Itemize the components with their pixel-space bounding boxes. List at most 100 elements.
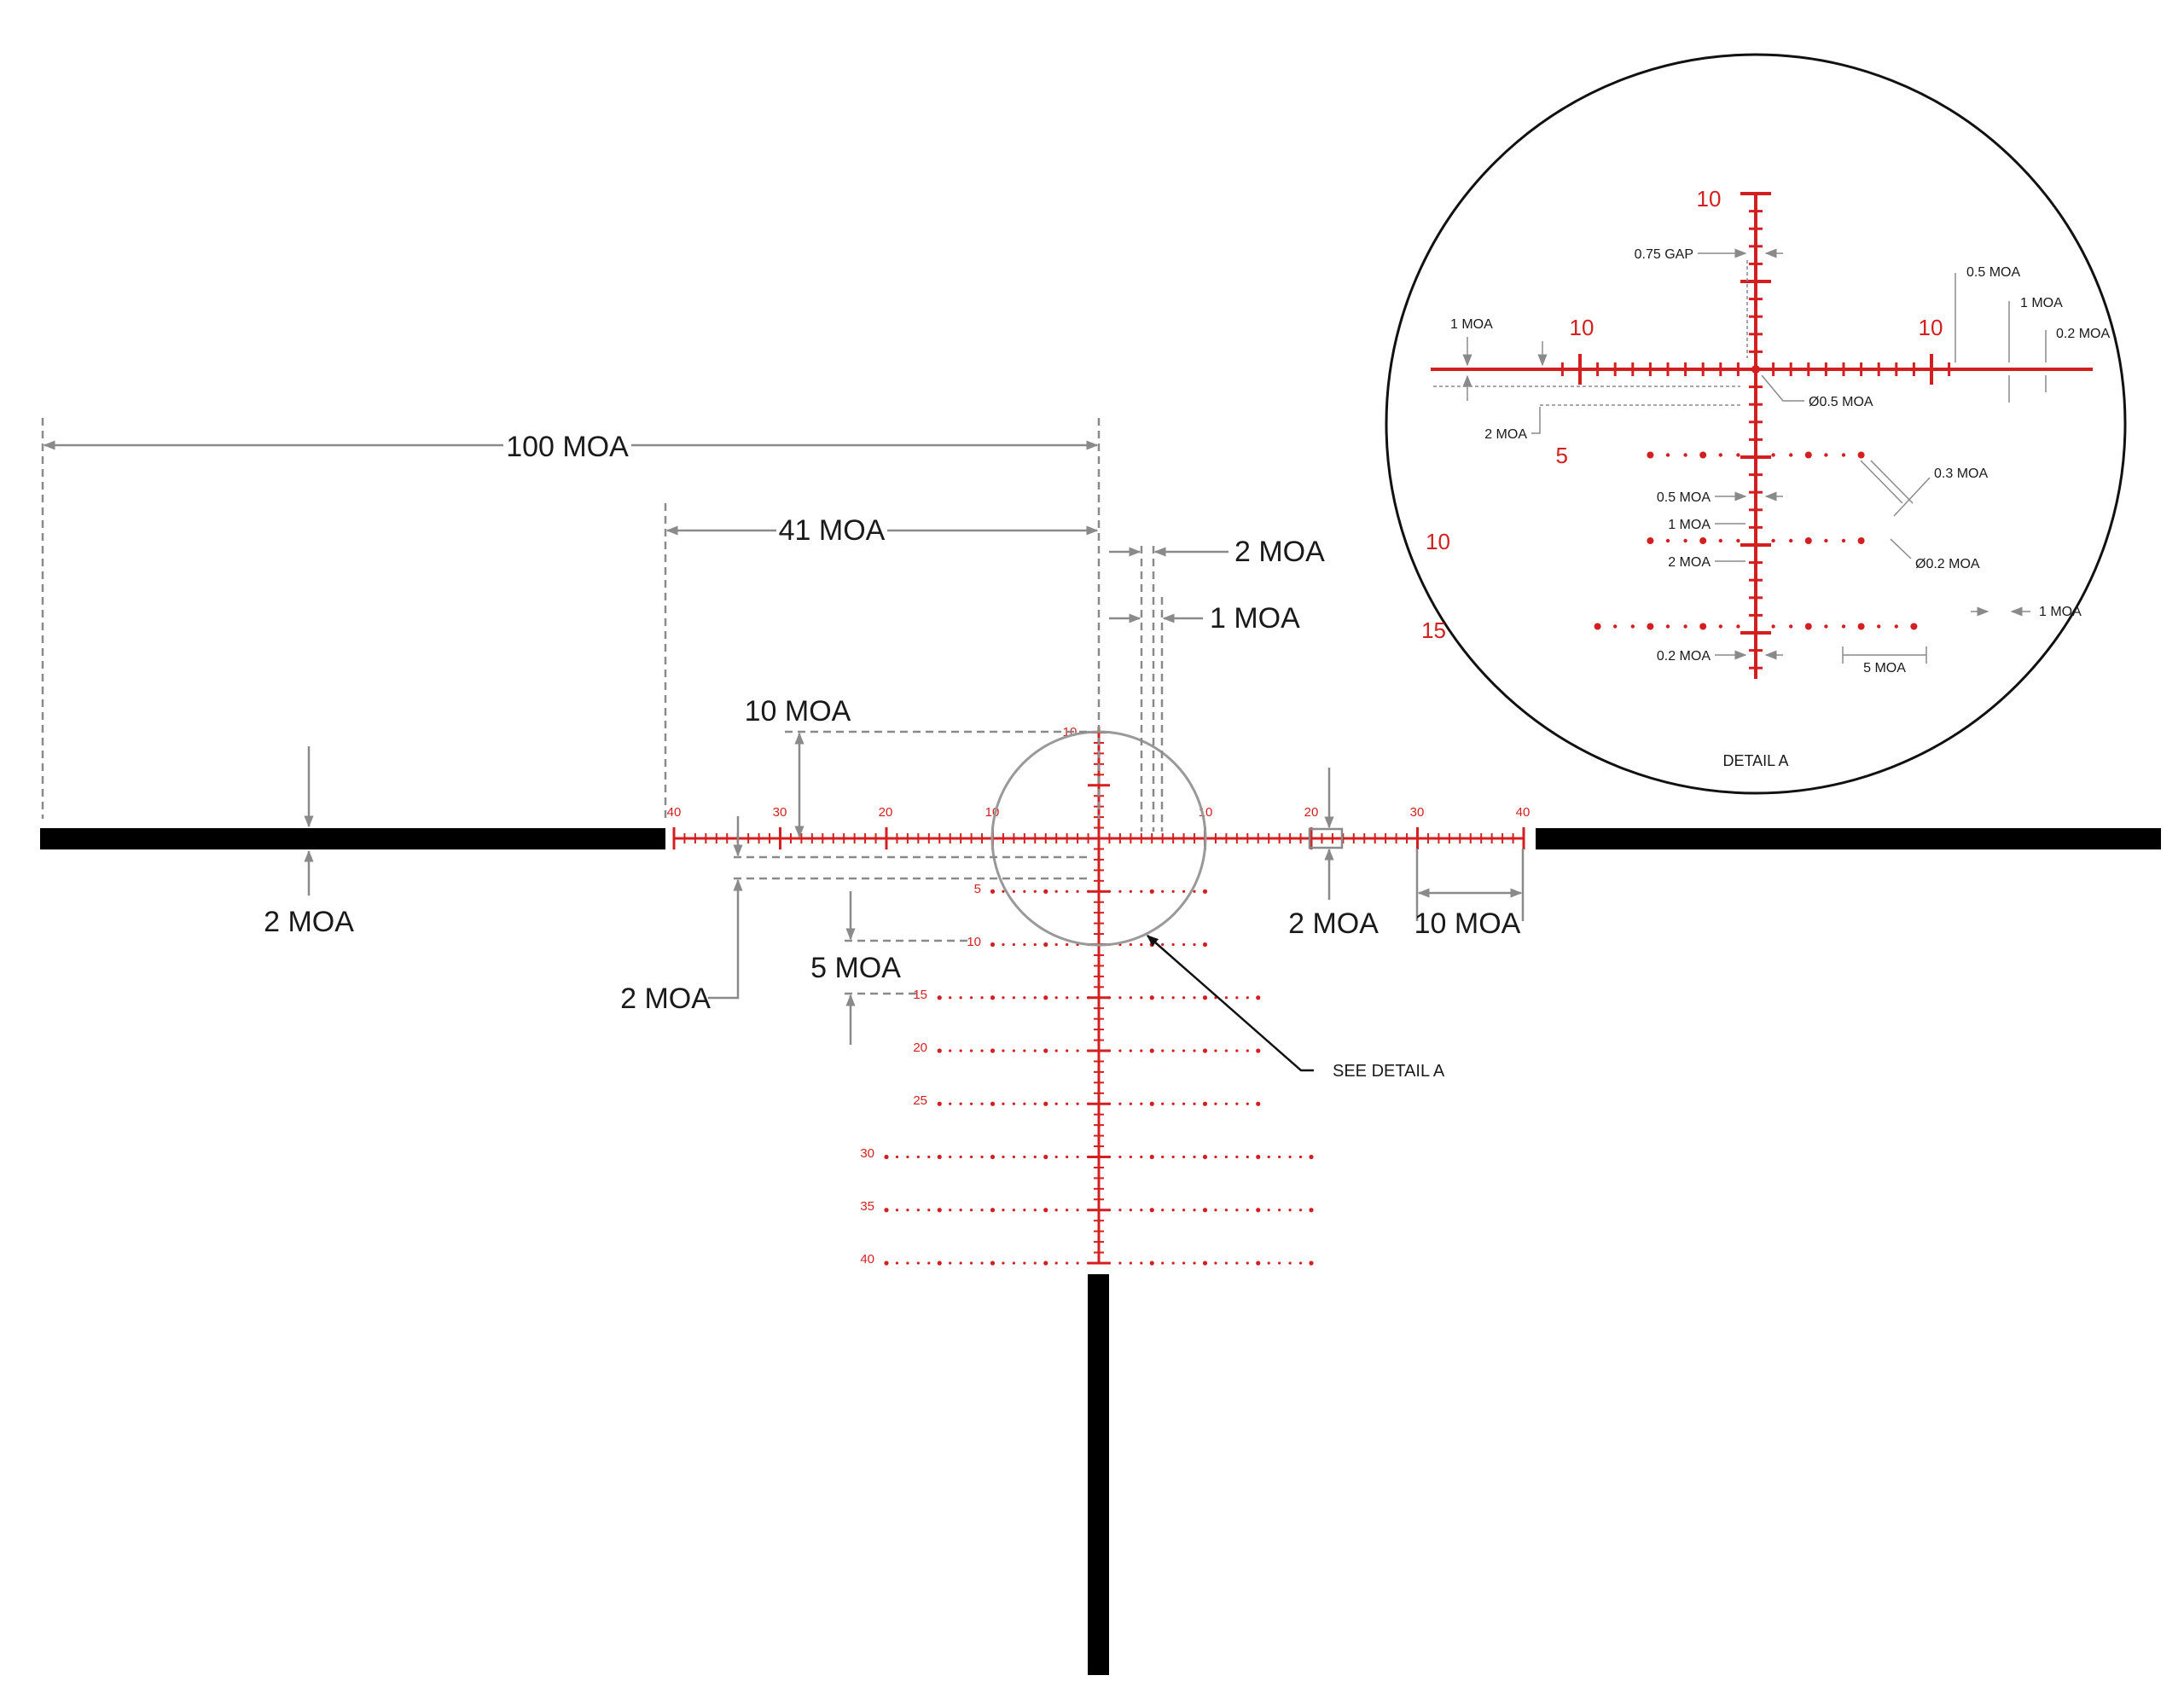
detail-dot — [1594, 623, 1601, 630]
holdover-dot — [1161, 1155, 1165, 1159]
holdover-dot — [906, 1209, 909, 1212]
holdover-dot — [970, 1155, 973, 1159]
holdover-dot — [1182, 1102, 1186, 1105]
dimension-annotations — [41, 418, 1525, 1045]
holdover-dot — [1214, 1261, 1217, 1265]
holdover-dot — [970, 1209, 973, 1212]
holdover-dot — [1033, 1102, 1037, 1105]
holdover-dot — [949, 1261, 952, 1265]
holdover-dot — [1298, 1209, 1303, 1212]
detail-callout-lines — [1433, 248, 2047, 664]
detail-callout-half-moa-right: 0.5 MOA — [1966, 265, 2020, 280]
holdover-dot — [1033, 1209, 1037, 1212]
holdover-dot — [1288, 1209, 1292, 1212]
holdover-dot — [1171, 996, 1175, 1000]
holdover-dot — [1107, 1102, 1112, 1105]
see-detail-leader — [1146, 935, 1314, 1072]
holdover-dot — [1054, 996, 1058, 1000]
detail-dot — [1824, 624, 1828, 629]
h-number-left-40: 40 — [667, 805, 682, 820]
holdover-dot — [1129, 1155, 1132, 1159]
holdover-dot — [1012, 890, 1015, 893]
holdover-dot — [1256, 1154, 1261, 1160]
detail-dot — [1841, 538, 1846, 543]
detail-callout-2moa-left: 2 MOA — [1484, 427, 1527, 442]
holdover-dots — [884, 889, 1314, 1266]
holdover-dot — [1193, 996, 1196, 1000]
holdover-dot — [1043, 1208, 1048, 1213]
detail-top-number: 10 — [1697, 186, 1722, 212]
holdover-dot — [1309, 1261, 1314, 1266]
detail-dot — [1824, 538, 1828, 543]
bottom-post — [1088, 1274, 1109, 1675]
detail-callout-03: 0.3 MOA — [1934, 467, 1988, 481]
holdover-dot — [1171, 1209, 1175, 1212]
holdover-dot — [1161, 1209, 1165, 1212]
detail-callout-1moa-mid: 1 MOA — [1668, 518, 1711, 532]
holdover-dot — [884, 1208, 889, 1213]
dim-2l-leader — [708, 878, 743, 1000]
detail-dot — [1771, 453, 1775, 457]
holdover-dot — [916, 1209, 920, 1212]
holdover-dot — [1012, 942, 1015, 947]
holdover-dot — [1012, 1261, 1015, 1265]
holdover-dot — [970, 996, 973, 1000]
holdover-dot — [1214, 1049, 1217, 1052]
holdover-dot — [1066, 1209, 1069, 1212]
holdover-dot — [1161, 1049, 1165, 1052]
holdover-dot — [1054, 1261, 1058, 1265]
holdover-dot — [980, 1049, 984, 1052]
holdover-dot — [1043, 1101, 1048, 1106]
holdover-dot — [1129, 1049, 1132, 1052]
holdover-dot — [1161, 1261, 1165, 1265]
detail-row-label-15: 15 — [1421, 617, 1446, 643]
holdover-dot — [927, 1261, 931, 1265]
label-1-moa-top: 1 MOA — [1210, 602, 1300, 635]
holdover-dot — [1086, 1155, 1090, 1159]
detail-callout-02-bottom: 0.2 MOA — [1657, 649, 1711, 664]
detail-dot — [1857, 451, 1865, 459]
holdover-dot — [1043, 942, 1048, 948]
holdover-dot — [970, 1102, 973, 1105]
holdover-dot — [916, 1155, 920, 1159]
detail-dot — [1699, 623, 1707, 630]
holdover-dot — [895, 1209, 899, 1212]
holdover-dot — [1182, 890, 1186, 893]
holdover-dot — [980, 1155, 984, 1159]
holdover-dot — [937, 1208, 942, 1213]
holdover-dot — [1107, 1155, 1112, 1159]
holdover-dot — [1023, 1209, 1026, 1212]
detail-dot — [1804, 451, 1812, 459]
holdover-dot — [949, 1209, 952, 1212]
holdover-dot — [990, 1208, 996, 1213]
detail-dot — [1718, 453, 1723, 457]
holdover-dot — [990, 889, 996, 894]
holdover-dot — [1140, 942, 1143, 947]
holdover-dot — [1182, 996, 1186, 1000]
holdover-dot — [1171, 1261, 1175, 1265]
stadia-ticks — [672, 731, 1525, 1265]
holdover-dot — [990, 1048, 996, 1053]
holdover-dot — [906, 1261, 909, 1265]
holdover-dot — [1107, 996, 1112, 1000]
holdover-dot — [1023, 996, 1026, 1000]
holdover-dot — [959, 996, 962, 1000]
holdover-dot — [1107, 1049, 1112, 1052]
holdover-dot — [1129, 890, 1132, 893]
holdover-dot — [895, 1155, 899, 1159]
holdover-dot — [1023, 942, 1026, 947]
holdover-dot — [1066, 942, 1069, 947]
holdover-dot — [1193, 1049, 1196, 1052]
holdover-dot — [1246, 1102, 1249, 1105]
holdover-dot — [1224, 1102, 1228, 1105]
holdover-dot — [1118, 890, 1122, 893]
holdover-dot — [1054, 1155, 1058, 1159]
holdover-dot — [916, 1261, 920, 1265]
detail-dot — [1894, 624, 1898, 629]
holdover-dot — [980, 1261, 984, 1265]
holdover-dot — [1033, 996, 1037, 1000]
holdover-dot — [927, 1209, 931, 1212]
holdover-dot — [1023, 1102, 1026, 1105]
holdover-dot — [1054, 942, 1058, 947]
holdover-dot — [990, 1101, 996, 1106]
